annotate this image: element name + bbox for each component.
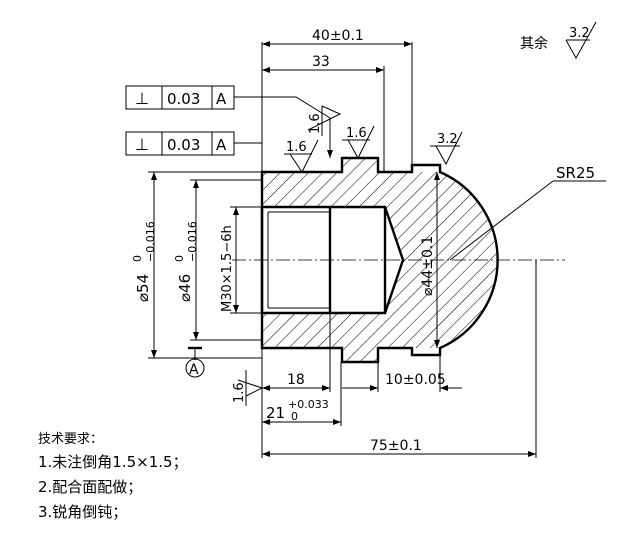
dim-thread-label: M30×1.5−6h xyxy=(220,225,235,312)
tolerance-frame-1: ⊥ 0.03 A xyxy=(125,85,333,158)
svg-text:+0.033: +0.033 xyxy=(288,398,329,411)
dim-sr25-label: SR25 xyxy=(556,164,595,182)
dim-18: 18 xyxy=(261,313,331,458)
dim-46: ⌀46 0 −0.016 xyxy=(173,179,262,341)
note-item-2: 2.配合面配做； xyxy=(38,478,143,496)
other-roughness-value: 3.2 xyxy=(569,26,590,41)
svg-text:0: 0 xyxy=(173,255,186,262)
dim-sr25: SR25 xyxy=(449,164,606,261)
dim-75: 75±0.1 xyxy=(262,260,537,458)
dim-21: 21 +0.033 0 xyxy=(262,362,342,426)
roughness-mark-2: 1.6 xyxy=(307,105,342,136)
svg-text:0: 0 xyxy=(131,255,144,262)
tol-1-symbol: ⊥ xyxy=(135,89,149,108)
note-item-1: 1.未注倒角1.5×1.5； xyxy=(38,453,188,471)
dim-33-label: 33 xyxy=(312,54,330,70)
other-roughness: 其余 3.2 xyxy=(520,21,597,60)
dim-18-label: 18 xyxy=(287,372,305,388)
dim-10-label: 10±0.05 xyxy=(385,372,446,388)
svg-text:⌀46: ⌀46 xyxy=(176,274,194,302)
tol-2-datum: A xyxy=(216,136,227,154)
dim-10: 10±0.05 xyxy=(342,355,462,392)
roughness-mark-3: 1.6 xyxy=(342,125,375,160)
datum-label: A xyxy=(189,362,199,378)
svg-text:−0.016: −0.016 xyxy=(144,221,157,262)
tol-2-value: 0.03 xyxy=(167,136,200,154)
note-item-3: 3.锐角倒钝； xyxy=(38,503,128,521)
dim-40-label: 40±0.1 xyxy=(312,28,364,44)
dim-40: 40±0.1 xyxy=(261,28,413,172)
part-section xyxy=(260,156,499,364)
hatch-top xyxy=(262,158,385,207)
dim-33: 33 xyxy=(262,54,385,172)
svg-text:3.2: 3.2 xyxy=(437,132,458,147)
outer-outline xyxy=(260,156,499,364)
tol-1-datum: A xyxy=(216,90,227,108)
tolerance-frame-2: ⊥ 0.03 A xyxy=(125,131,263,160)
roughness-mark-4: 3.2 xyxy=(430,131,463,166)
dim-54: ⌀54 0 −0.016 xyxy=(131,171,262,359)
svg-text:1.6: 1.6 xyxy=(232,382,247,403)
other-surfaces-label: 其余 xyxy=(520,35,548,52)
dim-75-label: 75±0.1 xyxy=(370,438,422,454)
technical-notes: 技术要求： 1.未注倒角1.5×1.5； 2.配合面配做； 3.锐角倒钝； xyxy=(38,428,188,522)
dim-44-label: ⌀44±0.1 xyxy=(420,236,436,296)
dim-thread: M30×1.5−6h xyxy=(220,206,262,314)
dim-44: ⌀44±0.1 xyxy=(420,172,440,348)
svg-text:1.6: 1.6 xyxy=(286,140,307,155)
tol-1-value: 0.03 xyxy=(167,90,200,108)
datum-a: A xyxy=(185,346,205,378)
svg-text:21: 21 xyxy=(266,404,285,422)
hatch-bottom xyxy=(262,313,385,362)
notes-title: 技术要求： xyxy=(38,432,104,447)
roughness-mark-1: 1.6 xyxy=(284,139,319,173)
svg-text:0: 0 xyxy=(291,410,298,423)
svg-text:⌀54: ⌀54 xyxy=(134,274,152,302)
svg-text:1.6: 1.6 xyxy=(346,126,367,141)
svg-text:1.6: 1.6 xyxy=(308,113,323,134)
svg-text:−0.016: −0.016 xyxy=(186,221,199,262)
roughness-mark-5: 1.6 xyxy=(232,370,264,406)
tol-2-symbol: ⊥ xyxy=(135,135,149,154)
